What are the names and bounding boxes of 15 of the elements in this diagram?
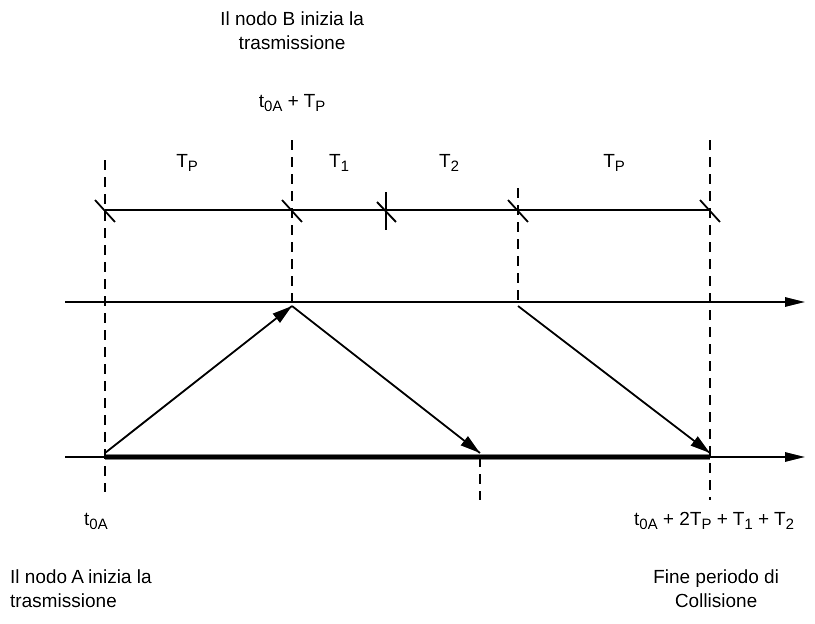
signal-arrow: [104, 305, 293, 454]
signal-arrow: [517, 305, 711, 454]
time-axis: [65, 298, 805, 306]
signal-arrow: [291, 305, 481, 454]
time-label: t$_{0A}$: [84, 508, 108, 532]
time-label: T$_{P}$: [603, 150, 625, 174]
time-label: T$_{1}$: [329, 150, 349, 174]
event-caption: Fine periodo di Collisione: [652, 566, 780, 614]
time-label: t$_{0A}$ + 2T$_{P}$ + T$_{1}$ + T$_{2}$: [634, 508, 794, 532]
event-caption: Il nodo A inizia la trasmissione: [10, 566, 153, 614]
time-axis: [65, 453, 805, 461]
time-label: T$_{P}$: [176, 150, 198, 174]
time-label: t$_{0A}$ + T$_{P}$: [258, 90, 326, 114]
time-label: T$_{2}$: [439, 150, 459, 174]
event-caption: Il nodo B inizia la trasmissione: [219, 8, 365, 56]
